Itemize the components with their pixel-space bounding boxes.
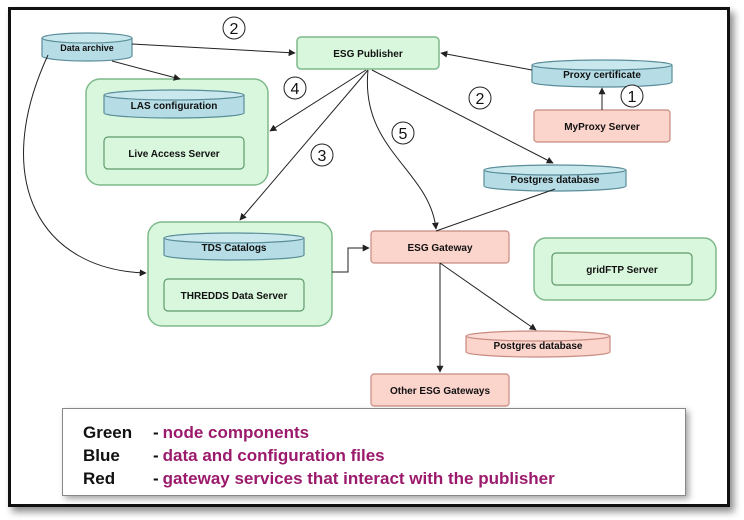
gridftp-server-label: gridFTP Server xyxy=(586,265,658,276)
legend-key: Red xyxy=(83,469,116,488)
step-circle-tds: 3 xyxy=(310,143,334,167)
svg-text:5: 5 xyxy=(399,126,408,143)
esg-gateway-label: ESG Gateway xyxy=(407,243,472,254)
legend-key: Blue xyxy=(83,446,120,465)
arrow-gateway-to-postgres xyxy=(439,262,537,331)
legend-dash: - xyxy=(153,469,159,488)
postgres-database-cylinder-1[interactable] xyxy=(483,164,627,192)
arrow-publisher-to-gateway xyxy=(366,69,439,230)
legend-key: Green xyxy=(83,423,133,442)
legend-row-green: Green - node components xyxy=(83,421,685,444)
arrow-thredds-to-gateway xyxy=(332,244,370,273)
step-circle-gateway: 5 xyxy=(391,121,415,145)
step-circle-las: 4 xyxy=(283,76,307,100)
legend-description: node components xyxy=(162,423,310,442)
step-circle-db: 2 xyxy=(468,86,492,110)
svg-text:2: 2 xyxy=(476,91,485,108)
data-archive-label: Data archive xyxy=(60,43,114,53)
thredds-data-server-label: THREDDS Data Server xyxy=(181,291,288,302)
color-legend: Green - node components Blue - data and … xyxy=(62,408,686,496)
postgres-database-cylinder-2[interactable] xyxy=(465,330,611,358)
arrow-archive-to-las xyxy=(111,60,181,81)
step-circle-proxy: 1 xyxy=(620,84,644,108)
gridftp-server-box[interactable] xyxy=(551,252,693,286)
esg-publisher-box[interactable] xyxy=(296,36,440,70)
other-esg-gateways-box[interactable] xyxy=(370,373,510,407)
connectors xyxy=(23,43,606,373)
myproxy-server-label: MyProxy Server xyxy=(564,122,640,133)
arrow-publisher-to-las xyxy=(269,69,367,132)
other-esg-gateways-label: Other ESG Gateways xyxy=(390,386,490,397)
svg-text:2: 2 xyxy=(230,21,239,38)
legend-row-blue: Blue - data and configuration files xyxy=(83,444,685,467)
arrow-archive-to-publisher xyxy=(131,43,296,57)
legend-description: gateway services that interact with the … xyxy=(162,469,555,488)
tds-catalogs-label: TDS Catalogs xyxy=(201,243,266,254)
postgres-database-label-1: Postgres database xyxy=(511,175,600,186)
thredds-data-server-box[interactable] xyxy=(163,278,305,312)
live-access-server-label: Live Access Server xyxy=(128,149,219,160)
legend-dash: - xyxy=(153,423,159,442)
tds-catalogs-cylinder[interactable] xyxy=(163,232,305,261)
arrow-publisher-to-postgres xyxy=(371,69,554,164)
postgres-database-label-2: Postgres database xyxy=(494,341,583,352)
legend-description: data and configuration files xyxy=(162,446,385,465)
svg-text:4: 4 xyxy=(291,81,300,98)
svg-text:3: 3 xyxy=(318,148,327,165)
legend-row-red: Red - gateway services that interact wit… xyxy=(83,467,685,490)
las-configuration-label: LAS configuration xyxy=(131,101,218,112)
arrow-publisher-to-tds xyxy=(239,69,369,221)
arrow-archive-to-thredds xyxy=(23,54,147,277)
arrow-proxy-to-publisher xyxy=(440,50,533,71)
esg-publisher-label: ESG Publisher xyxy=(333,49,403,60)
proxy-certificate-label: Proxy certificate xyxy=(563,70,641,81)
legend-dash: - xyxy=(153,446,159,465)
proxy-certificate-cylinder[interactable] xyxy=(531,59,673,88)
las-configuration-cylinder[interactable] xyxy=(103,89,245,119)
svg-text:1: 1 xyxy=(628,89,637,106)
step-circle-archive: 2 xyxy=(222,16,246,40)
live-access-server-box[interactable] xyxy=(103,136,245,170)
data-archive-cylinder[interactable] xyxy=(41,32,133,62)
line-postgres-to-gateway xyxy=(435,188,556,232)
